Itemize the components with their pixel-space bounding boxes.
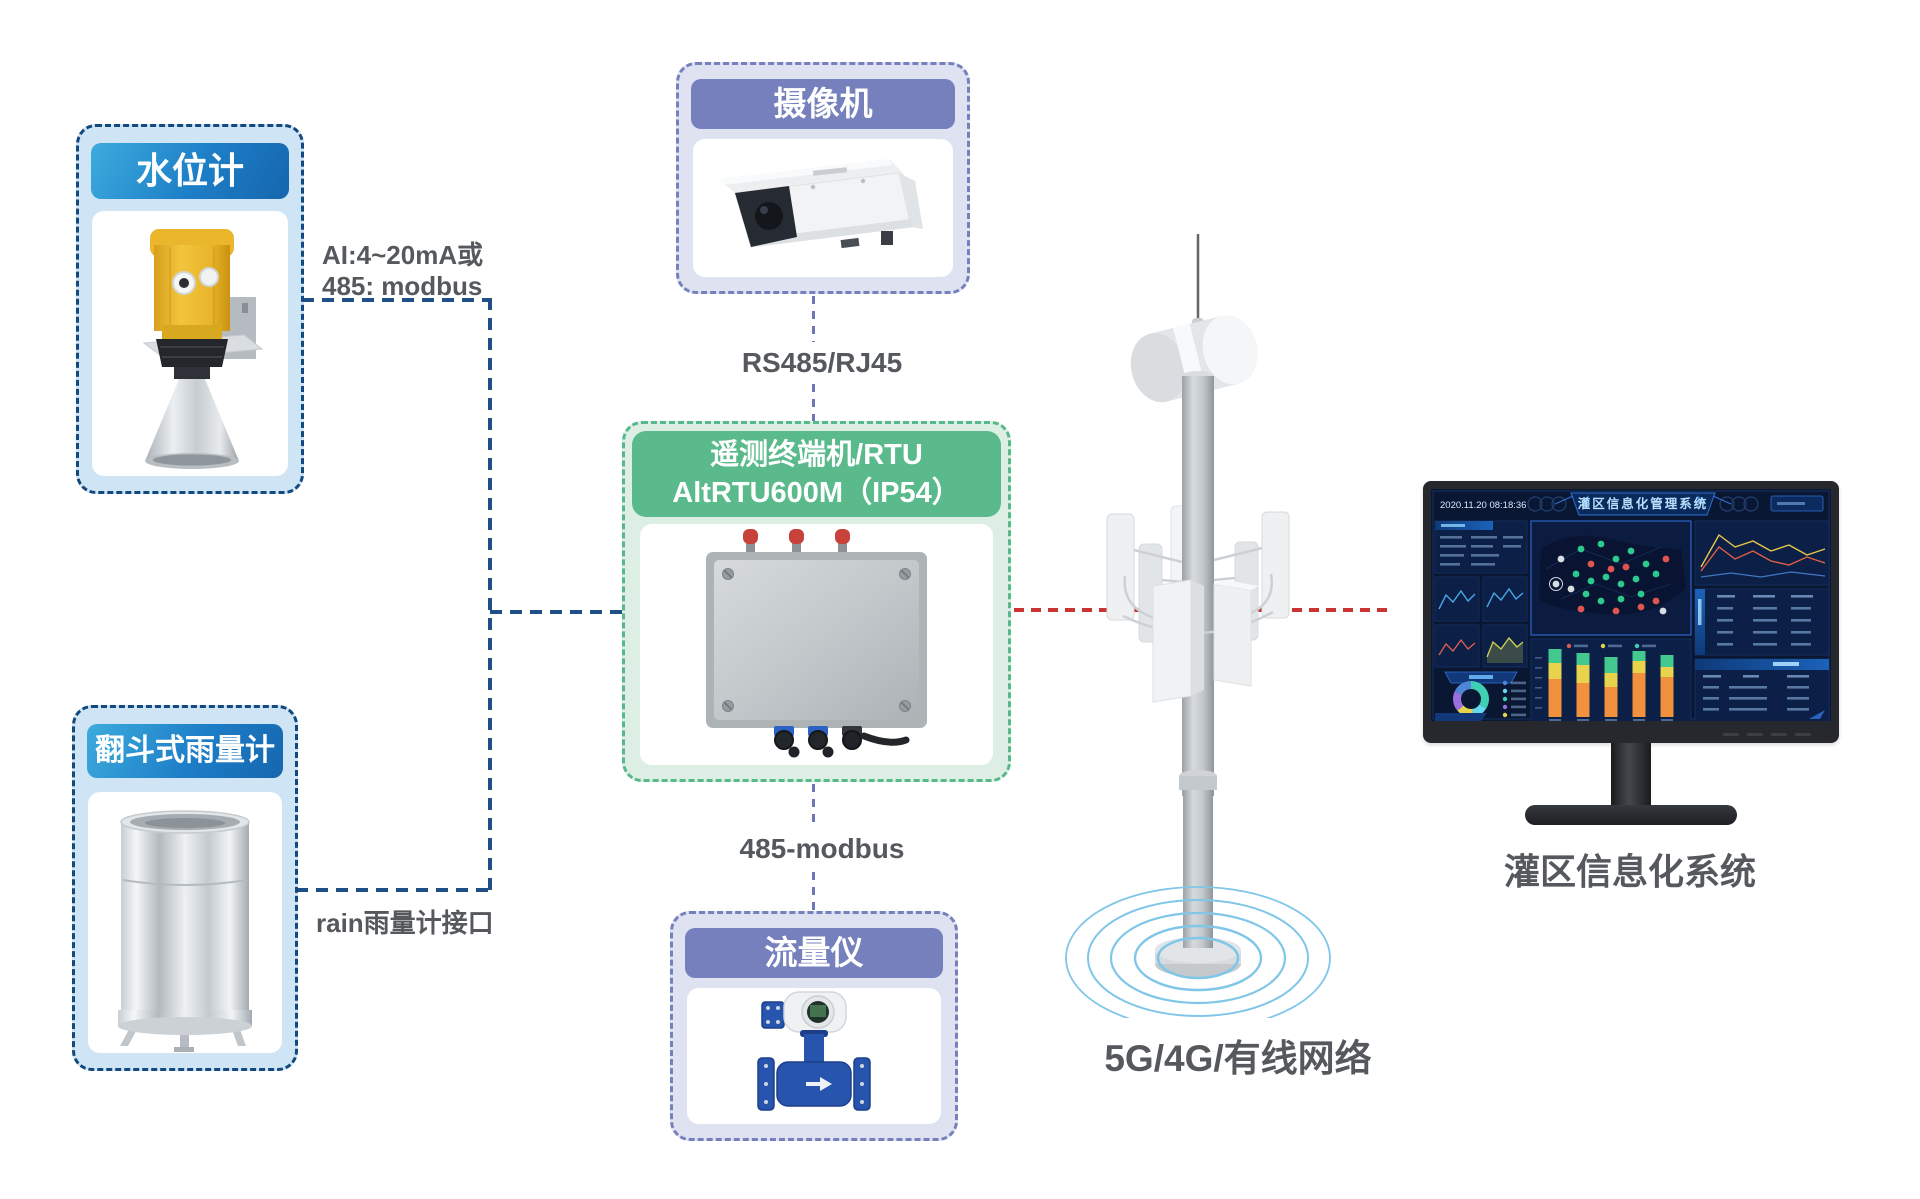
camera-to-rtu-label: RS485/RJ45 xyxy=(741,347,903,378)
water-level-title: 水位计 xyxy=(91,143,289,199)
line-water-to-bus xyxy=(302,298,490,302)
line-rtu-to-flow-upper xyxy=(812,784,815,828)
camera-box: 摄像机 xyxy=(676,62,970,294)
screen-title: 灌区信息化管理系统 xyxy=(1577,496,1709,511)
flow-meter-illustration xyxy=(757,991,871,1111)
rtu-device-illustration xyxy=(706,529,927,758)
monitor-stand-neck xyxy=(1611,743,1651,811)
network-label: 5G/4G/有线网络 xyxy=(1104,1038,1372,1079)
line-rtu-to-tower xyxy=(1014,608,1146,612)
water-to-rtu-label-line2: 485: modbus xyxy=(322,271,483,301)
rain-gauge-box: 翻斗式雨量计 xyxy=(72,705,298,1071)
line-bus-to-rtu xyxy=(490,610,624,614)
line-rtu-to-flow-lower xyxy=(812,872,815,912)
dashboard-screen-illustration: 2020.11.20 08:18:36 灌区信息化管理系统 xyxy=(1431,489,1831,721)
water-level-sensor-illustration xyxy=(142,229,264,469)
flow-meter-box: 流量仪 xyxy=(670,911,958,1141)
camera-illustration xyxy=(719,159,923,249)
line-rain-to-bus xyxy=(296,888,490,892)
water-to-rtu-label: AI:4~20mA或 485: modbus xyxy=(322,240,483,302)
water-level-card xyxy=(92,211,288,476)
monitor-stand-base xyxy=(1525,805,1737,825)
rtu-to-flow-label: 485-modbus xyxy=(739,833,905,864)
rtu-box: 遥测终端机/RTU AltRTU600M（IP54） xyxy=(622,421,1011,782)
system-caption: 灌区信息化系统 xyxy=(1503,851,1756,892)
line-tower-to-monitor xyxy=(1258,608,1394,612)
rain-gauge-title: 翻斗式雨量计 xyxy=(87,724,283,778)
rtu-title-line2: AltRTU600M（IP54） xyxy=(672,477,961,509)
rain-gauge-card xyxy=(88,792,282,1053)
screen-datetime: 2020.11.20 08:18:36 xyxy=(1440,500,1526,511)
rtu-card xyxy=(640,524,993,765)
line-camera-to-rtu-lower xyxy=(812,384,815,422)
rtu-title: 遥测终端机/RTU AltRTU600M（IP54） xyxy=(632,431,1001,517)
camera-title: 摄像机 xyxy=(691,79,955,129)
rain-gauge-illustration xyxy=(118,810,252,1052)
line-camera-to-rtu-upper xyxy=(812,296,815,342)
camera-card xyxy=(693,139,953,277)
water-to-rtu-label-line1: AI:4~20mA或 xyxy=(322,240,484,270)
dashboard-monitor: 2020.11.20 08:18:36 灌区信息化管理系统 xyxy=(1423,481,1839,891)
monitor-buttons[interactable] xyxy=(1723,733,1811,736)
line-sensor-bus-vertical xyxy=(488,298,492,892)
cell-tower-illustration xyxy=(1053,228,1343,1018)
flow-meter-card xyxy=(687,988,941,1124)
water-level-box: 水位计 xyxy=(76,124,304,494)
monitor-screen: 2020.11.20 08:18:36 灌区信息化管理系统 xyxy=(1431,489,1831,721)
rtu-title-line1: 遥测终端机/RTU xyxy=(710,439,923,471)
flow-meter-title: 流量仪 xyxy=(685,928,943,978)
monitor-bezel: 2020.11.20 08:18:36 灌区信息化管理系统 xyxy=(1423,481,1839,743)
rain-to-rtu-label: rain雨量计接口 xyxy=(316,908,494,938)
